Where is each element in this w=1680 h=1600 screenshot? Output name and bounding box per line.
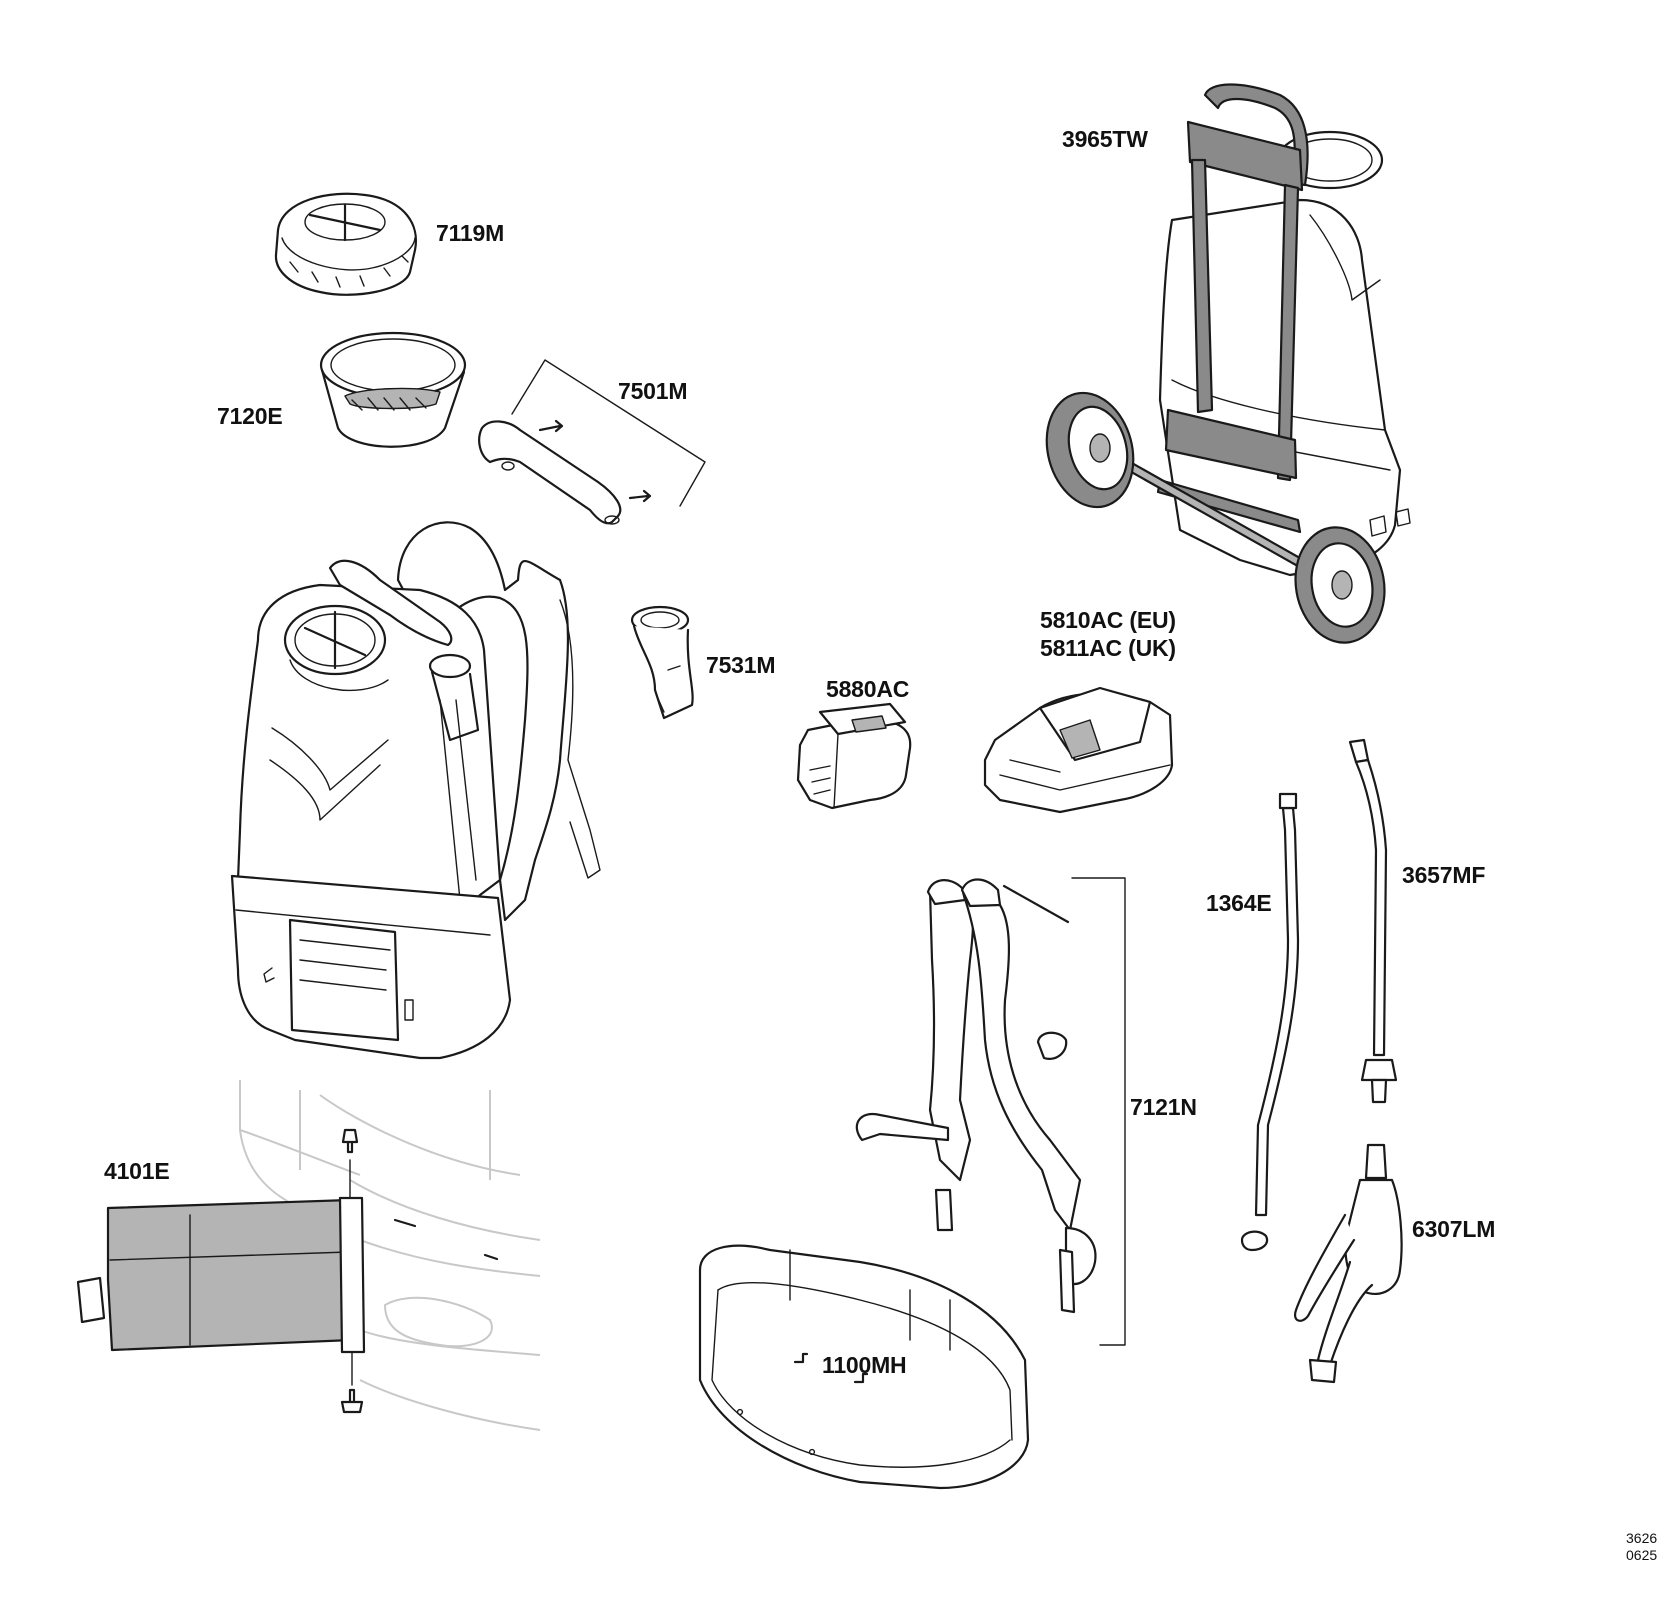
document-code-line1: 3626 [1626, 1530, 1658, 1546]
part-label-7501m: 7501M [618, 378, 688, 404]
wand-3657mf-drawing [1348, 738, 1398, 1104]
hip-belt-1100mh-drawing [698, 1244, 1030, 1490]
part-label-5880ac: 5880AC [826, 676, 910, 702]
part-label-7120e: 7120E [217, 403, 283, 429]
part-label-7531m: 7531M [706, 652, 776, 678]
harness-7121n-drawing [855, 877, 1126, 1346]
document-code: 3626 0625 [1626, 1530, 1657, 1564]
part-label-3657mf: 3657MF [1402, 862, 1486, 888]
part-label-7121n: 7121N [1130, 1094, 1197, 1120]
trolley-3965tw-drawing [1045, 83, 1411, 644]
part-label-3965tw: 3965TW [1062, 126, 1148, 152]
part-label-1364e: 1364E [1206, 890, 1272, 916]
part-label-7119m: 7119M [436, 220, 505, 246]
part-label-5811ac: 5811AC (UK) [1040, 635, 1176, 661]
backpack-drawing [230, 521, 601, 1060]
part-label-4101e: 4101E [104, 1158, 170, 1184]
basket-7120e-drawing [319, 331, 467, 448]
battery-5880ac-drawing [796, 702, 912, 810]
part-label-6307lm: 6307LM [1412, 1216, 1496, 1242]
part-label-1100mh: 1100MH [822, 1352, 907, 1378]
filter-4101e-drawing [76, 1080, 541, 1431]
spray-gun-6307lm-drawing [1294, 1143, 1403, 1384]
lid-7119m-drawing [274, 192, 417, 296]
part-label-5810ac: 5810AC (EU) [1040, 607, 1176, 633]
charger-5810ac-drawing [983, 686, 1174, 814]
wand-1364e-drawing [1240, 792, 1300, 1252]
document-code-line2: 0625 [1626, 1546, 1658, 1563]
handle-7501m-drawing [478, 359, 706, 525]
holster-7531m-drawing [630, 605, 694, 720]
